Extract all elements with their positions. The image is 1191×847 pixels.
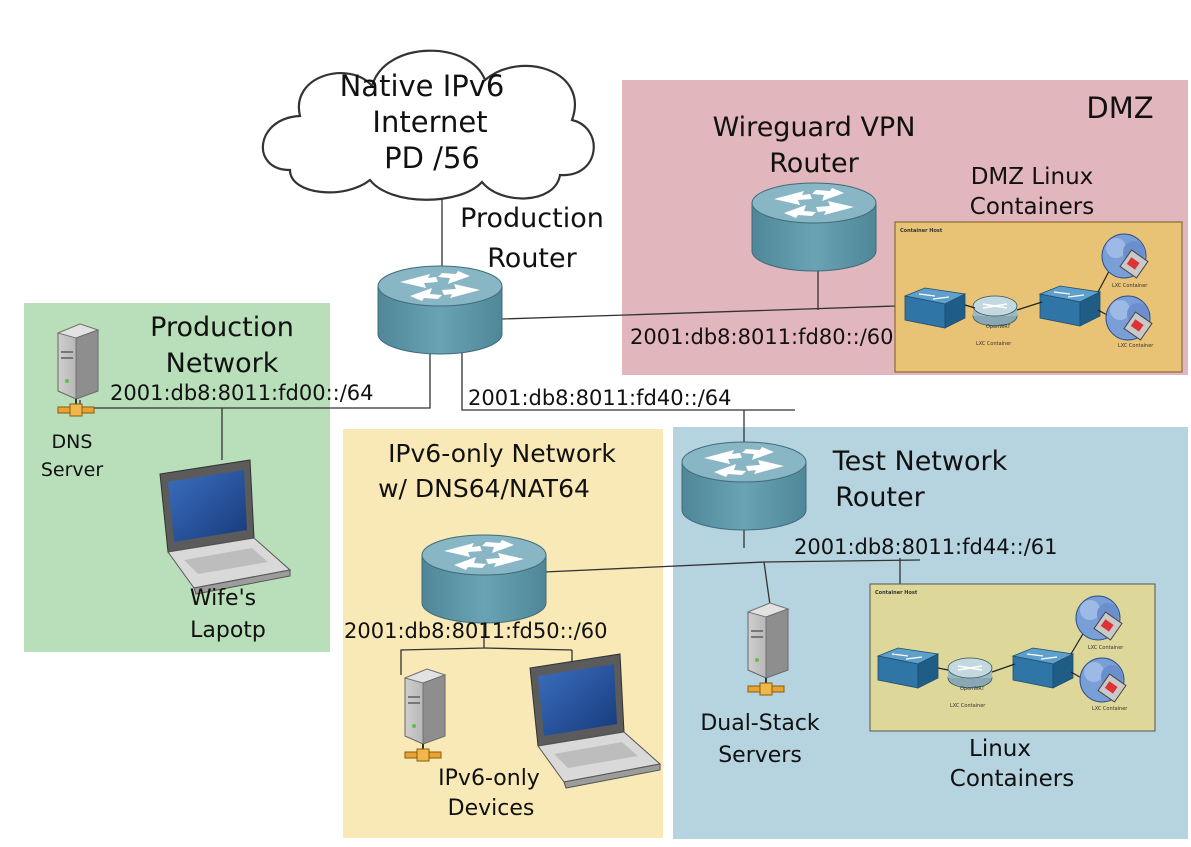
- wireguard-router: Wireguard VPN Router: [713, 112, 916, 272]
- production-network-label-1: Production: [150, 312, 294, 343]
- dmz-container-host: Container Host LXC Container LXC Contain…: [894, 221, 1183, 373]
- production-router-label-1: Production: [460, 203, 604, 234]
- ipv6only-devices-label-1: IPv6-only: [438, 766, 540, 791]
- cloud-label-line-1: Native IPv6: [340, 69, 505, 103]
- dmz-lxc-label-2: LXC Container: [1118, 343, 1154, 349]
- production-prefix: 2001:db8:8011:fd00::/64: [110, 381, 374, 405]
- ipv6only-network-label-1: IPv6-only Network: [388, 439, 616, 468]
- test-network-router: Test Network Router: [681, 441, 1008, 531]
- wife-laptop-label-1: Wife's: [190, 586, 256, 611]
- ipv6only-router: [421, 534, 547, 624]
- wireguard-router-label-2: Router: [769, 148, 859, 179]
- dmz-lxc-label-1: LXC Container: [1112, 283, 1148, 289]
- test-router-label-1: Test Network: [832, 446, 1008, 477]
- dns-server-label-1: DNS: [52, 431, 93, 453]
- dmz-container-host-label: Container Host: [900, 228, 943, 234]
- dmz-title: DMZ: [1086, 91, 1153, 125]
- wife-laptop-label-2: Lapotp: [190, 618, 266, 643]
- production-router: Production Router: [377, 203, 604, 355]
- network-links: [62, 190, 921, 675]
- dmz-containers-label-2: Containers: [970, 194, 1094, 220]
- cloud-label-line-3: PD /56: [384, 141, 480, 175]
- test-lxc-label-3: LXC Container: [950, 703, 986, 709]
- dual-stack-label-1: Dual-Stack: [700, 711, 820, 736]
- dmz-prefix: 2001:db8:8011:fd80::/60: [630, 325, 894, 349]
- ipv6only-devices-label-2: Devices: [448, 796, 535, 821]
- dns-server-label-2: Server: [41, 459, 103, 481]
- ipv6only-network-label-2: w/ DNS64/NAT64: [378, 474, 590, 503]
- test-container-host-label: Container Host: [875, 590, 918, 596]
- dual-stack-label-2: Servers: [718, 743, 802, 768]
- wireguard-router-label-1: Wireguard VPN: [713, 112, 916, 143]
- test-lxc-label-2: LXC Container: [1092, 706, 1128, 712]
- test-router-label-2: Router: [835, 482, 925, 513]
- test-containers-label-2: Containers: [950, 766, 1074, 792]
- dmz-lxc-label-3: LXC Container: [976, 341, 1012, 347]
- test-openwrt-label: OpenWRT: [960, 686, 985, 692]
- test-container-host: Container Host LXC Container LXC Contain…: [869, 583, 1156, 732]
- test-lxc-label-1: LXC Container: [1088, 645, 1124, 651]
- test-prefix: 2001:db8:8011:fd44::/61: [794, 535, 1058, 559]
- ipv6only-prefix: 2001:db8:8011:fd50::/60: [344, 619, 608, 643]
- cloud-label-line-2: Internet: [372, 105, 487, 139]
- fd40-prefix: 2001:db8:8011:fd40::/64: [468, 386, 732, 410]
- test-containers-label-1: Linux: [969, 736, 1031, 762]
- dmz-openwrt-label: OpenWRT: [986, 324, 1011, 330]
- production-router-label-2: Router: [487, 243, 577, 274]
- internet-cloud: Native IPv6 Internet PD /56: [261, 49, 595, 201]
- production-network-label-2: Network: [166, 348, 279, 379]
- dmz-containers-label-1: DMZ Linux: [971, 164, 1094, 190]
